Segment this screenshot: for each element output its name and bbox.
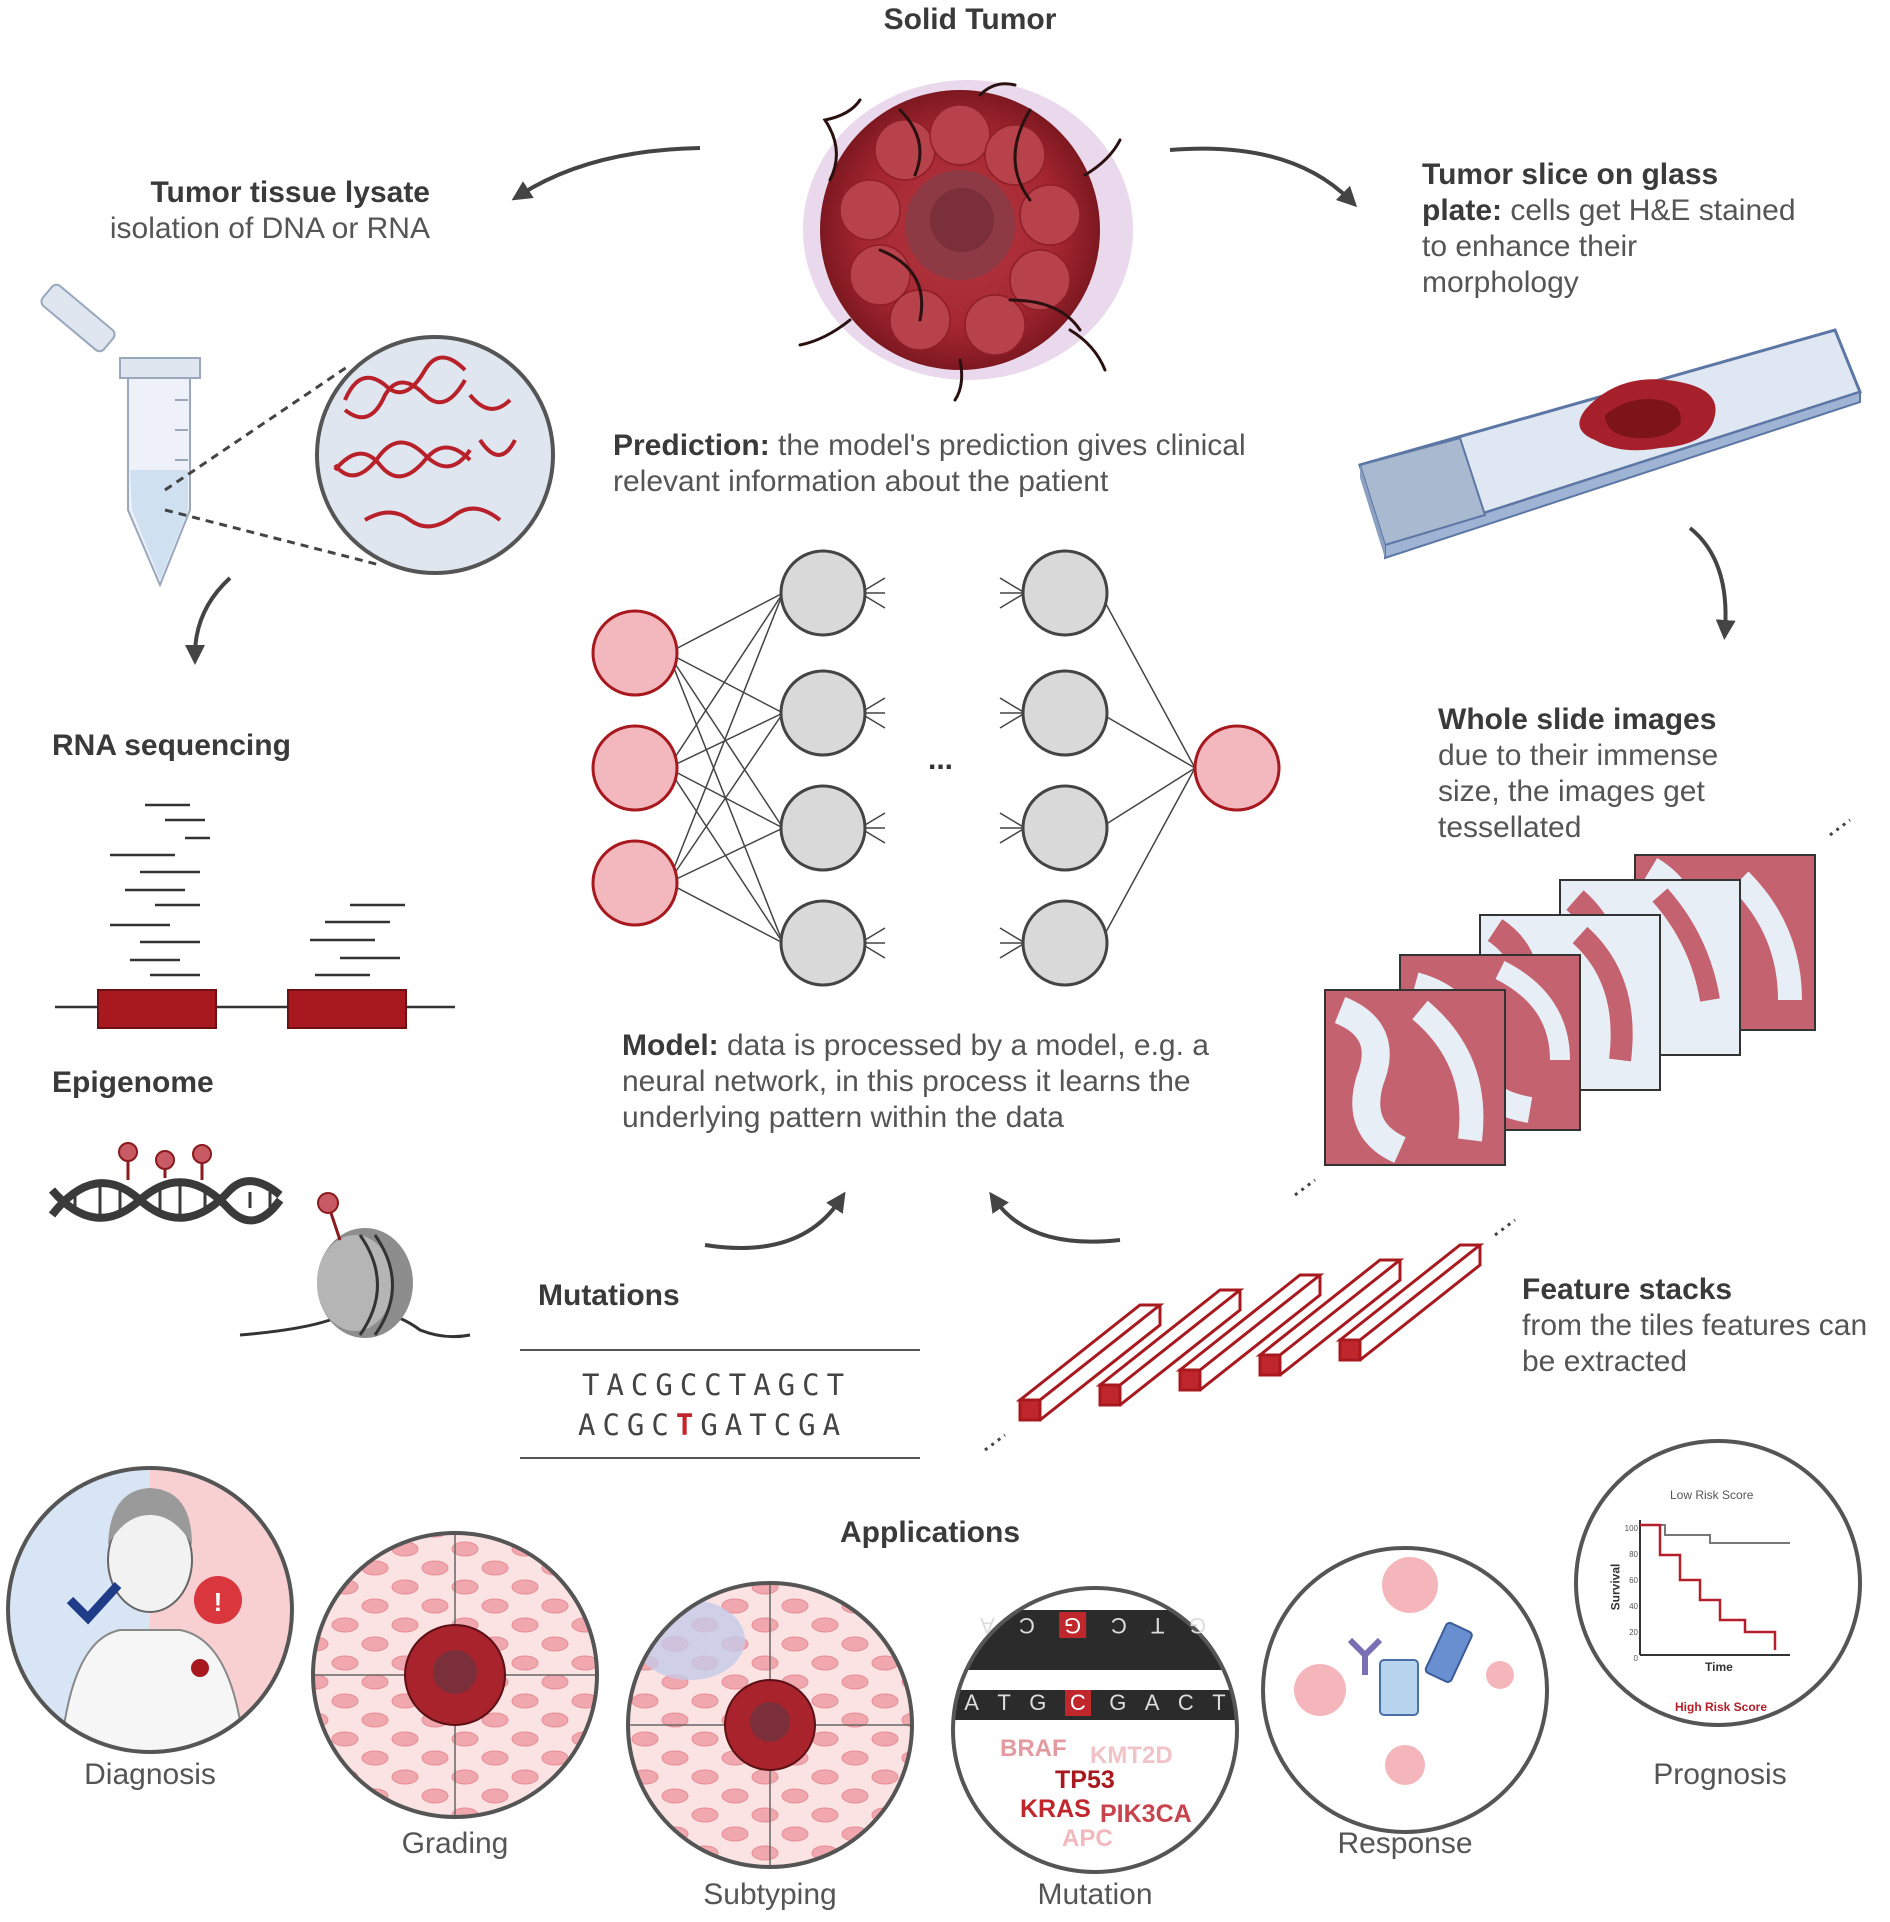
dna-rna-magnified-circle [315, 335, 555, 575]
dna-letter: A [964, 1690, 979, 1715]
app-label-prognosis: Prognosis [1653, 1758, 1787, 1791]
y-tick: 60 [1629, 1576, 1638, 1585]
dna-letter: C [1177, 1690, 1194, 1715]
dna-letter: C [1019, 1613, 1036, 1638]
sequence-mutation: T [675, 1408, 701, 1442]
sequence-bottom-pre: ACGC [578, 1408, 676, 1442]
wsi-title: Whole slide images [1438, 703, 1717, 736]
app-label-subtyping: Subtyping [703, 1878, 837, 1911]
dna-letter: C [1110, 1613, 1127, 1638]
nn-hidden-node [779, 549, 1109, 987]
mutations-label: Mutations [538, 1279, 680, 1312]
model-caption: Model: data is processed by a model, e.g… [622, 1028, 1262, 1136]
prediction-text: the model's prediction gives clinical re… [613, 429, 1246, 498]
gene-apc: APC [1062, 1825, 1113, 1852]
prognosis-x-label: Time [1705, 1660, 1733, 1674]
wsi-text: due to their immense size, the images ge… [1438, 739, 1719, 844]
app-label-diagnosis: Diagnosis [84, 1758, 216, 1791]
rna-sequencing-label: RNA sequencing [52, 729, 291, 762]
gene-exons [55, 989, 455, 1029]
model-text: data is processed by a model, e.g. a neu… [622, 1029, 1209, 1134]
epigenome-label: Epigenome [52, 1066, 214, 1099]
features-caption: Feature stacks from the tiles features c… [1522, 1272, 1882, 1380]
nn-input-node [591, 609, 679, 927]
feature-stacks [984, 1218, 1516, 1452]
lysate-text: isolation of DNA or RNA [109, 212, 430, 245]
applications-title: Applications [840, 1516, 1021, 1549]
gene-kmt2d: KMT2D [1090, 1742, 1173, 1769]
svg-text:!: ! [214, 1587, 223, 1617]
dna-letter: G [1059, 1612, 1087, 1638]
page-title: Solid Tumor [883, 3, 1057, 36]
dna-letter: G [1109, 1690, 1127, 1715]
y-tick: 100 [1624, 1524, 1638, 1533]
prognosis-low-risk-label: Low Risk Score [1670, 1488, 1754, 1502]
app-label-response: Response [1337, 1827, 1473, 1860]
y-tick: 80 [1629, 1550, 1638, 1559]
arrow-tumor-to-slide [1169, 146, 1358, 208]
dna-letter: T [1150, 1613, 1165, 1638]
nucleosome-illustration [239, 1192, 471, 1339]
gene-kras: KRAS [1020, 1795, 1091, 1823]
dna-letter: G [1029, 1690, 1047, 1715]
gene-tp53: TP53 [1055, 1766, 1115, 1794]
sequence-bottom: ACGCTGATCGA [578, 1408, 847, 1442]
mutation-panel-bottom-letters: A T G C G A C T [955, 1690, 1235, 1716]
arrow-slide-to-wsi [1688, 526, 1736, 640]
sequence-top: TACGCCTAGCT [582, 1368, 852, 1402]
slice-text: cells get H&E stained to enhance their m… [1422, 194, 1796, 299]
y-tick: 40 [1629, 1602, 1638, 1611]
dna-letter: T [997, 1690, 1011, 1715]
dna-letter: T [1212, 1690, 1226, 1715]
arrow-lysate-to-rna [185, 576, 232, 665]
features-text: from the tiles features can be extracted [1522, 1309, 1868, 1378]
whole-slide-tiles [1294, 818, 1851, 1197]
response-panel [1261, 1546, 1549, 1834]
app-label-grading: Grading [401, 1827, 509, 1860]
prognosis-y-ticks: 100 80 60 40 20 0 [1612, 1516, 1638, 1672]
gene-braf: BRAF [1000, 1735, 1067, 1762]
dna-letter: A [1144, 1690, 1160, 1715]
y-tick: 20 [1629, 1628, 1638, 1637]
rna-sequencing-reads [110, 803, 405, 977]
gene-pik3ca: PIK3CA [1100, 1800, 1192, 1828]
arrow-features-to-model [989, 1191, 1121, 1244]
grading-panel [311, 1531, 599, 1819]
dna-letter: A [980, 1613, 995, 1638]
prognosis-high-risk-label: High Risk Score [1675, 1700, 1768, 1714]
nn-ellipsis: ... [928, 743, 954, 776]
epigenome-dna-helix [48, 1142, 284, 1225]
solid-tumor-illustration [798, 80, 1133, 402]
arrow-tumor-to-lysate [511, 146, 701, 201]
arrow-mutations-to-model [704, 1191, 846, 1250]
nn-output-node [1193, 724, 1281, 812]
glass-slide-illustration [1358, 328, 1862, 560]
mutation-panel-top-letters: A C G C T G [968, 1612, 1218, 1638]
diagnosis-panel: ! [6, 1466, 294, 1754]
prediction-caption: Prediction: the model's prediction gives… [613, 428, 1293, 500]
subtyping-panel [626, 1581, 914, 1869]
wsi-caption: Whole slide images due to their immense … [1438, 702, 1768, 846]
prediction-title: Prediction: [613, 429, 770, 462]
model-title: Model: [622, 1029, 719, 1062]
sample-tube-illustration [40, 283, 381, 588]
y-tick: 0 [1633, 1654, 1638, 1663]
dna-letter: G [1188, 1613, 1206, 1638]
prognosis-panel [1574, 1439, 1862, 1727]
lysate-caption: Tumor tissue lysate isolation of DNA or … [40, 175, 430, 247]
features-title: Feature stacks [1522, 1273, 1733, 1306]
lysate-title: Tumor tissue lysate [150, 176, 430, 209]
app-label-mutation: Mutation [1037, 1878, 1153, 1911]
dna-letter: C [1064, 1690, 1091, 1716]
slice-caption: Tumor slice on glass plate: cells get H&… [1422, 157, 1802, 301]
sequence-bottom-post: GATCGA [700, 1408, 848, 1442]
slice-title: Tumor slice on glass plate: [1422, 158, 1719, 227]
